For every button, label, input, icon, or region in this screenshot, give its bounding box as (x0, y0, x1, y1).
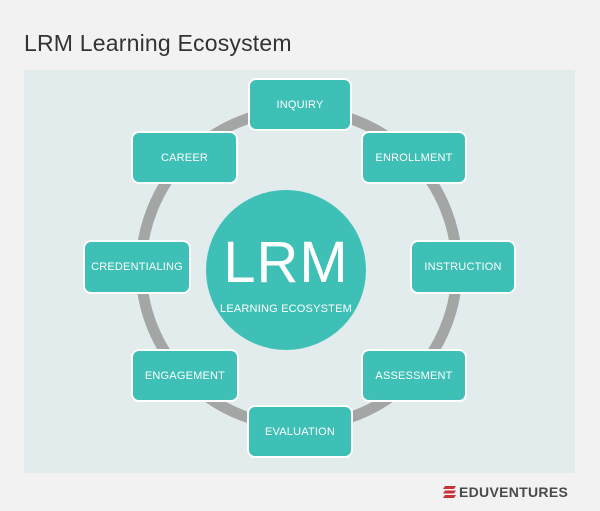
center-subtitle: LEARNING ECOSYSTEM (220, 303, 352, 315)
eduventures-logo-text: EDUVENTURES (459, 484, 569, 500)
node-engagement: ENGAGEMENT (131, 349, 239, 402)
node-assessment: ASSESSMENT (361, 349, 467, 402)
center-title: LRM (223, 230, 349, 295)
node-inquiry: INQUIRY (248, 78, 352, 131)
node-credentialing: CREDENTIALING (83, 240, 191, 294)
center-circle: LRM LEARNING ECOSYSTEM (206, 190, 366, 350)
diagram-title: LRM Learning Ecosystem (24, 30, 292, 56)
node-evaluation: EVALUATION (247, 405, 353, 458)
node-enrollment: ENROLLMENT (361, 131, 467, 184)
node-instruction: INSTRUCTION (410, 240, 516, 294)
eduventures-logo-icon (443, 486, 456, 498)
node-career: CAREER (131, 131, 238, 184)
eduventures-logo: EDUVENTURES (442, 484, 568, 500)
